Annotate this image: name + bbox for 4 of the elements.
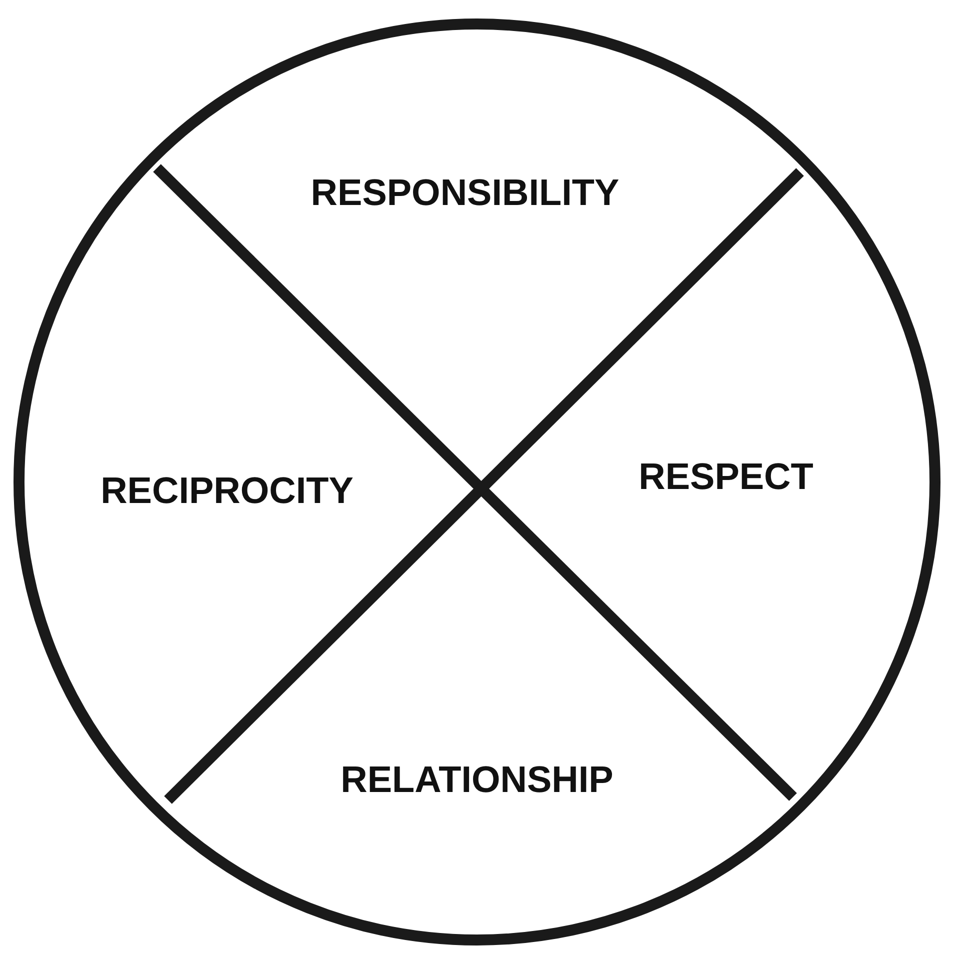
- segment-label: RELATIONSHIP: [340, 759, 614, 800]
- segment-label: RECIPROCITY: [100, 470, 354, 511]
- segment-label: RESPONSIBILITY: [310, 172, 620, 213]
- segment-label: RESPECT: [638, 456, 814, 497]
